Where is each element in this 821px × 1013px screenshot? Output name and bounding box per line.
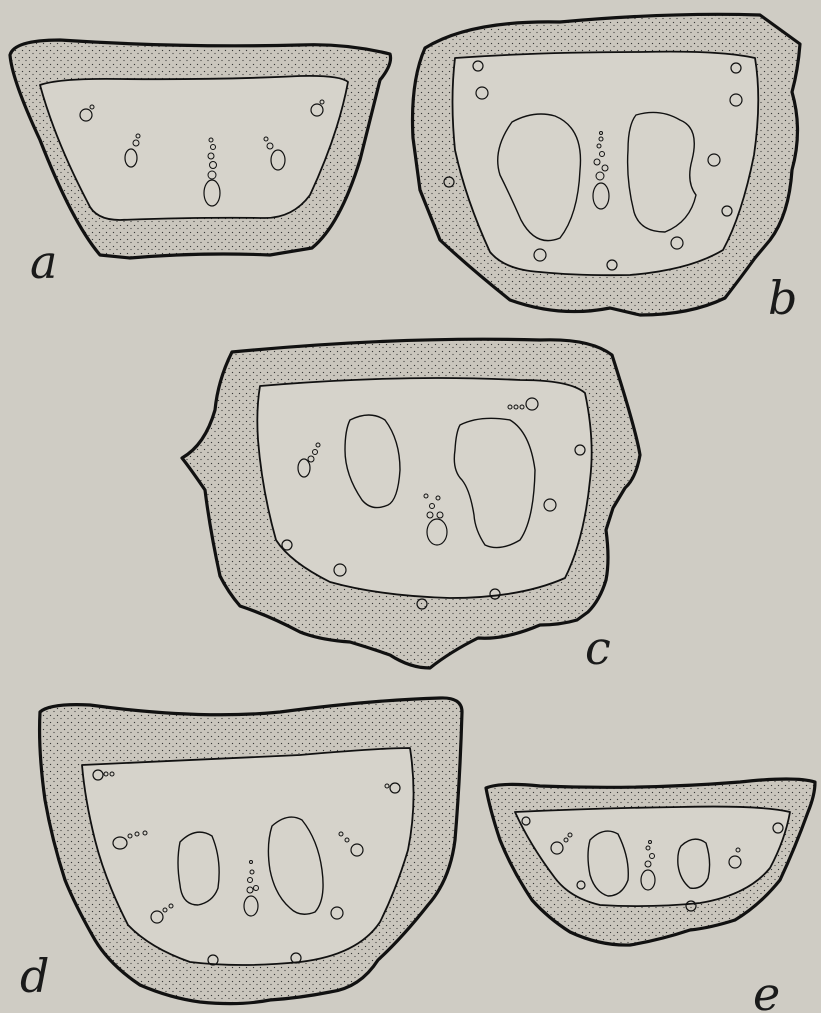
section-d <box>40 698 462 1004</box>
section-a-inner-tissue <box>40 76 348 220</box>
section-c <box>182 339 640 668</box>
section-e <box>486 779 815 945</box>
section-c-inner-tissue <box>257 378 591 598</box>
panel-label-c: c <box>585 621 611 675</box>
panel-label-b: b <box>768 271 797 325</box>
section-b <box>413 14 801 315</box>
panel-label-a: a <box>30 235 57 289</box>
panel-label-e: e <box>753 967 780 1013</box>
panel-label-d: d <box>20 949 49 1003</box>
section-a <box>10 40 391 258</box>
